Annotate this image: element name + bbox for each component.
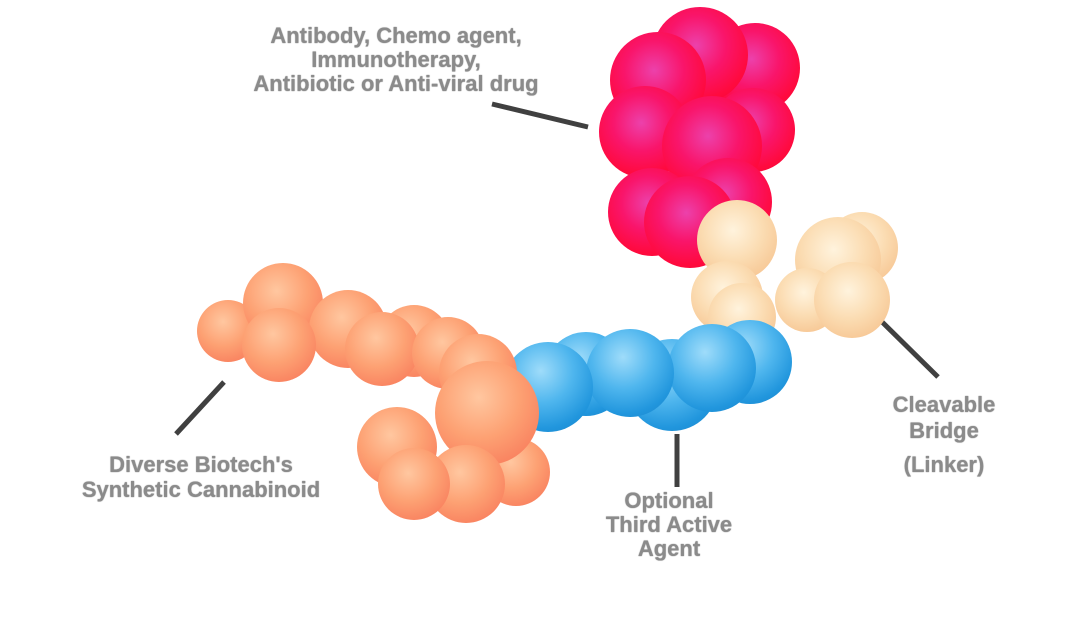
cleavable-bridge-label-line2: Bridge	[909, 418, 979, 443]
antibody-drug-label: Antibody, Chemo agent, Immunotherapy, An…	[253, 24, 538, 96]
linker-label-line3: (Linker)	[903, 452, 985, 477]
linker-pointer-line	[870, 310, 940, 379]
third-active-agent-label-line2: Third Active	[605, 512, 733, 537]
cleavable-bridge-label-line1: Cleavable	[892, 392, 996, 417]
cannabinoid-pointer-line	[174, 380, 226, 436]
third-active-agent-label-line1: Optional	[624, 488, 714, 513]
synthetic-cannabinoid-label: Diverse Biotech's Synthetic Cannabinoid	[82, 452, 320, 502]
drug-pointer-line	[491, 101, 589, 130]
third-active-agent-label: Optional Third Active Agent	[606, 489, 732, 561]
antibody-drug-label-line3: Antibiotic or Anti-viral drug	[253, 71, 539, 96]
synthetic-cannabinoid-label-line1: Diverse Biotech's	[109, 452, 293, 477]
third-active-agent-label-line3: Agent	[637, 536, 701, 561]
cleavable-bridge-linker-label: Cleavable Bridge (Linker)	[893, 392, 996, 478]
synthetic-cannabinoid-label-line2: Synthetic Cannabinoid	[81, 477, 321, 502]
antibody-drug-label-line1: Antibody, Chemo agent,	[270, 23, 522, 48]
antibody-drug-label-line2: Immunotherapy,	[311, 47, 481, 72]
